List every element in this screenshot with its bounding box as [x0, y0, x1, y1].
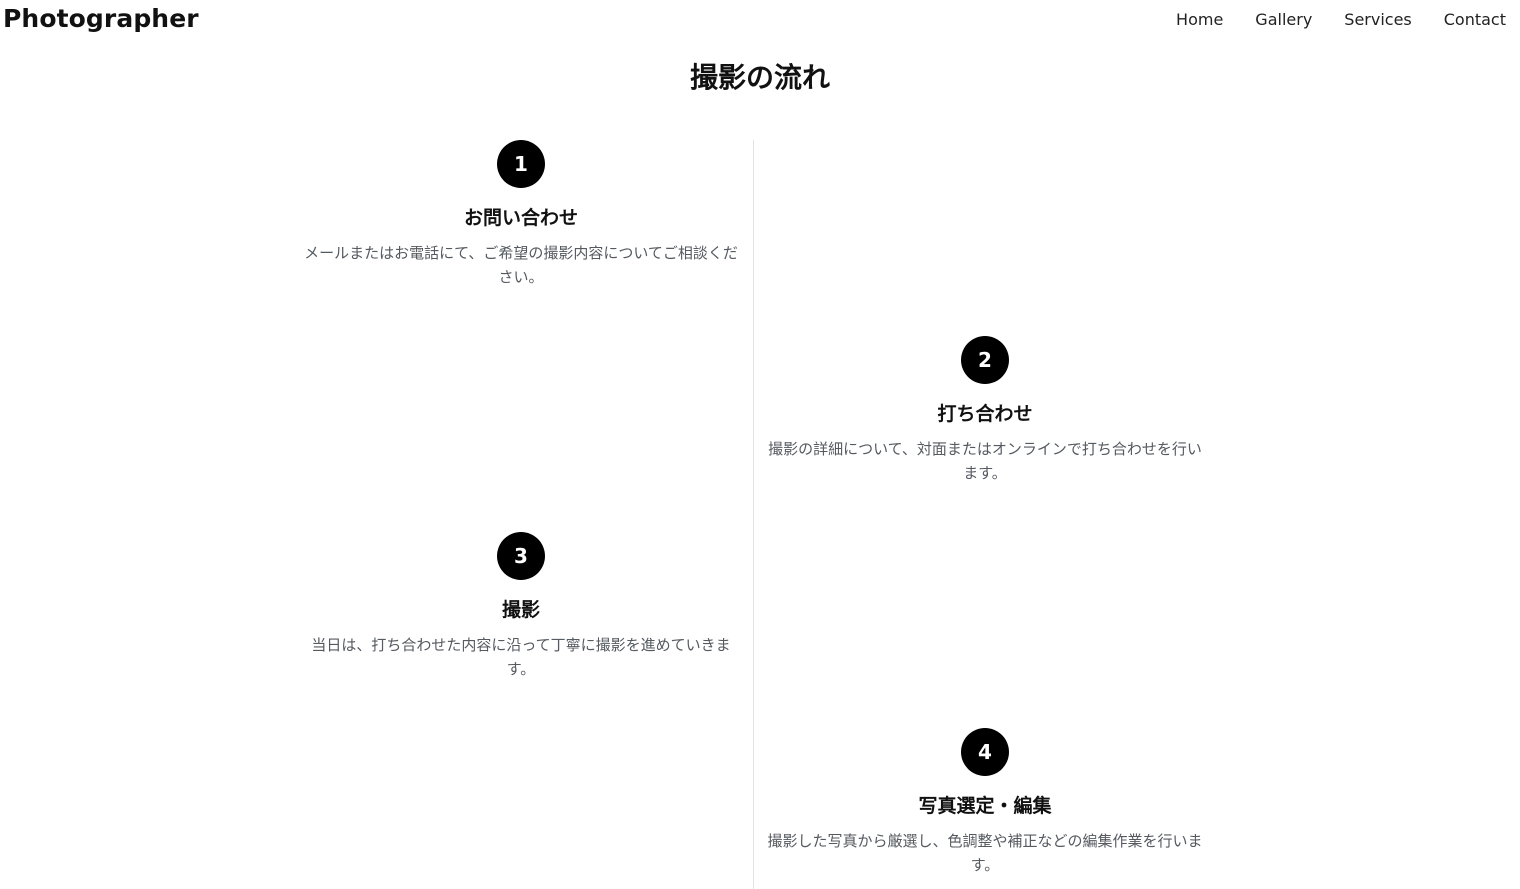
- step-description: メールまたはお電話にて、ご希望の撮影内容についてご相談ください。: [304, 244, 738, 286]
- nav-link-services[interactable]: Services: [1344, 10, 1412, 29]
- main-nav: Home Gallery Services Contact: [1176, 10, 1506, 29]
- step-title: 撮影: [501, 599, 540, 621]
- step-3: 3 撮影 当日は、打ち合わせた内容に沿って丁寧に撮影を進めていきます。: [303, 532, 739, 681]
- step-1: 1 お問い合わせ メールまたはお電話にて、ご希望の撮影内容についてご相談ください…: [303, 140, 739, 289]
- step-number-badge: 3: [497, 532, 545, 580]
- site-logo[interactable]: Photographer: [3, 4, 199, 33]
- step-description: 当日は、打ち合わせた内容に沿って丁寧に撮影を進めていきます。: [311, 636, 731, 678]
- nav-link-contact[interactable]: Contact: [1443, 10, 1506, 29]
- step-title: 打ち合わせ: [937, 403, 1033, 425]
- step-title: 写真選定・編集: [918, 795, 1052, 817]
- step-description: 撮影の詳細について、対面またはオンラインで打ち合わせを行います。: [768, 440, 1202, 482]
- step-4: 4 写真選定・編集 撮影した写真から厳選し、色調整や補正などの編集作業を行います…: [767, 728, 1203, 877]
- step-number-badge: 1: [497, 140, 545, 188]
- step-2: 2 打ち合わせ 撮影の詳細について、対面またはオンラインで打ち合わせを行います。: [767, 336, 1203, 485]
- timeline-divider: [753, 140, 754, 889]
- nav-link-home[interactable]: Home: [1176, 10, 1224, 29]
- step-title: お問い合わせ: [463, 207, 578, 229]
- step-number-badge: 2: [961, 336, 1009, 384]
- nav-link-gallery[interactable]: Gallery: [1255, 10, 1313, 29]
- step-number-badge: 4: [961, 728, 1009, 776]
- section-title: 撮影の流れ: [689, 61, 830, 94]
- step-description: 撮影した写真から厳選し、色調整や補正などの編集作業を行います。: [767, 832, 1203, 874]
